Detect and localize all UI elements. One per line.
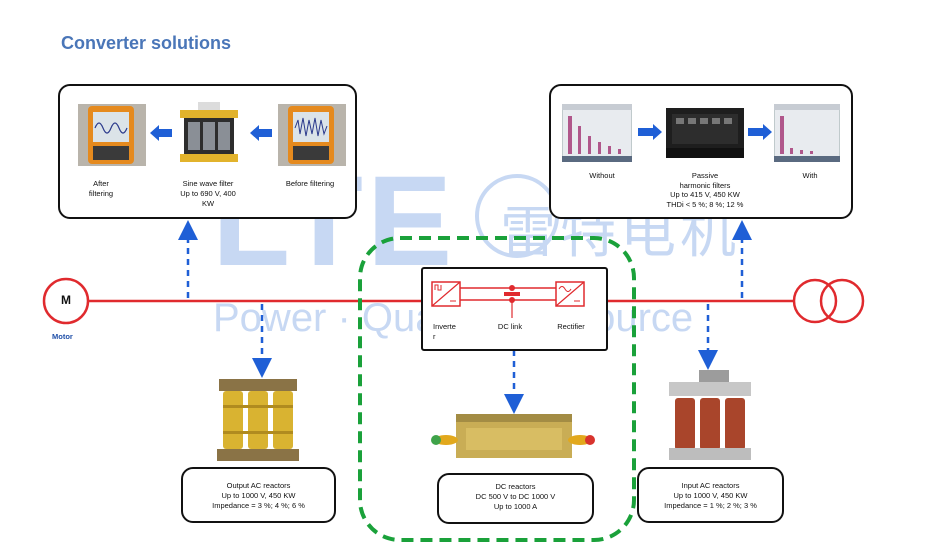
dc-reactor-spec1: DC 500 V to DC 1000 V [475,492,556,501]
dc-reactor-image [431,414,595,458]
output-ac-reactor-title: Output AC reactors [226,481,291,490]
input-ac-reactor-title: Input AC reactors [681,481,740,490]
input-ac-reactor-spec1: Up to 1000 V, 450 KW [673,491,748,500]
dc-reactor-box [437,473,594,524]
converter-box [421,267,608,351]
dc-reactor-spec2: Up to 1000 A [493,502,538,511]
output-ac-reactor-image [217,379,299,461]
passive-filter-spec: Up to 415 V, 450 KW THDi < 5 %; 8 %; 12 … [666,190,744,209]
motor-symbol: M [61,293,71,307]
passive-filter-title: Passive harmonic filters [679,171,731,190]
dc-link-label: DC link [497,322,523,331]
before-filtering-meter-image [278,104,346,166]
dc-reactor-title: DC reactors [495,482,536,491]
rectifier-label: Rectifier [557,322,585,331]
with-harmonics-chart-image [774,104,840,162]
output-ac-reactor-spec2: Impedance = 3 %; 4 %; 6 % [212,501,305,510]
dc-link-capacitor-icon [504,292,520,296]
motor-circle [42,277,90,325]
left-arrow-icon [150,125,172,141]
right-arrow-icon [638,124,662,140]
right-arrow-icon [748,124,772,140]
with-label: With [802,171,818,180]
sine-wave-filter-title: Sine wave filter [182,179,234,188]
transformer-coil-left [792,278,838,324]
dc-link-node-icon [509,285,515,291]
input-ac-reactor-spec2: Impedance = 1 %; 2 %; 3 % [664,501,757,510]
without-harmonics-chart-image [562,104,632,162]
after-filtering-label: After filtering [88,179,114,198]
motor-label: Motor [52,332,73,341]
transformer-coil-right [819,278,865,324]
input-ac-reactor-image [669,370,751,460]
page-title: Converter solutions [61,33,232,53]
output-ac-reactor-box [181,467,336,523]
converter-group-outline [358,236,636,542]
before-filtering-label: Before filtering [285,179,335,188]
inverter-label: Inverte r [433,322,456,341]
left-arrow-icon [250,125,272,141]
sine-wave-filter-spec: Up to 690 V, 400 KW [180,189,236,208]
without-label: Without [589,171,615,180]
sine-wave-filter-image [180,102,238,162]
after-filtering-meter-image [78,104,146,166]
output-ac-reactor-spec1: Up to 1000 V, 450 KW [221,491,296,500]
passive-harmonic-filter-image [666,108,744,158]
converter-schematic [431,281,585,318]
input-ac-reactor-box [637,467,784,523]
